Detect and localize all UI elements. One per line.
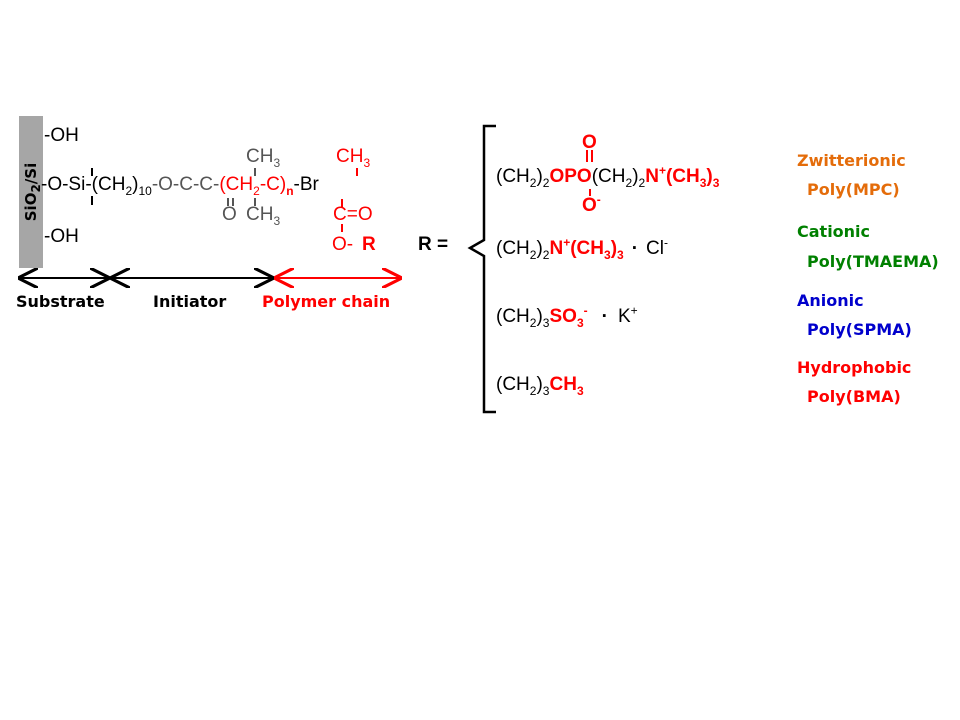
o-red: O- [332,234,354,255]
ch3-bottom-gray: CH3 [246,204,281,228]
c-double-o-red: C=O [333,204,373,225]
formula-spma: (CH2)3SO3-·K+ [496,303,638,330]
carbonyl-o: O [222,204,237,225]
r-group-brace [467,124,496,414]
phosphate-o-bottom: O- [582,192,601,216]
oh-top: -OH [44,125,79,146]
formula-tmaema: (CH2)2N+(CH3)3·Cl- [496,235,668,262]
polymer-label-mpc: Poly(MPC) [807,180,900,199]
polymer-label-bma: Poly(BMA) [807,387,901,406]
type-label-zwitterionic: Zwitterionic [797,151,906,170]
polymer-label-tmaema: Poly(TMAEMA) [807,252,939,271]
ch3-top-gray: CH3 [246,146,281,170]
type-label-anionic: Anionic [797,291,864,310]
ch3-top-red: CH3 [336,146,371,170]
silane-chain: -O-Si-(CH2)10-O-C-C-(CH2-C)n-Br [41,174,319,198]
type-label-hydrophobic: Hydrophobic [797,358,912,377]
type-label-cationic: Cationic [797,222,871,241]
phosphate-o-top: O [582,132,597,153]
substrate-bar [19,116,43,268]
segment-label-initiator: Initiator [153,292,227,311]
segment-label-polymer-chain: Polymer chain [262,292,391,311]
r-equals: R = [418,234,449,255]
formula-mpc: (CH2)2OPO(CH2)2N+(CH3)3 [496,163,720,190]
r-red: R [362,234,376,255]
oh-bottom: -OH [44,226,79,247]
formula-bma: (CH2)3CH3 [496,374,584,398]
polymer-label-spma: Poly(SPMA) [807,320,912,339]
segment-label-substrate: Substrate [16,292,105,311]
